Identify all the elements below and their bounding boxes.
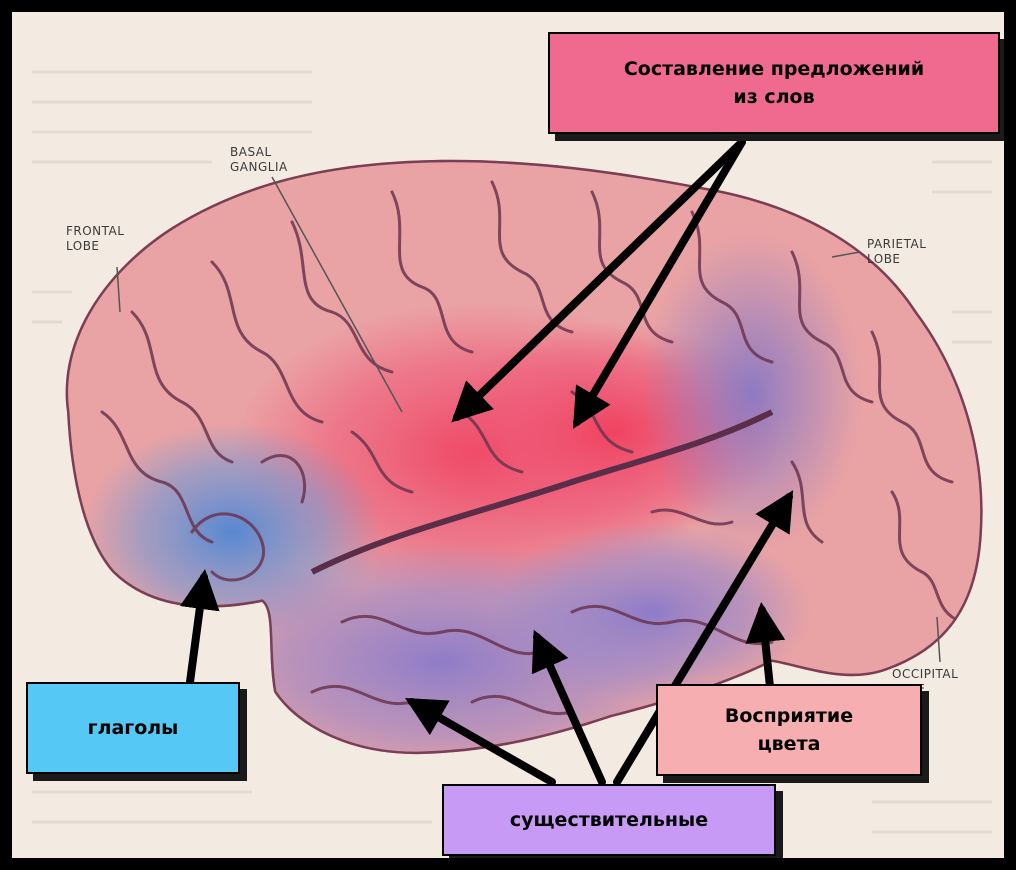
callout-color-perception-line1: Восприятие bbox=[725, 702, 853, 730]
callout-sentence-building-line2: из слов bbox=[733, 83, 814, 111]
label-frontal-lobe-line2: LOBE bbox=[66, 239, 124, 254]
label-basal-ganglia-line1: BASAL bbox=[230, 145, 288, 160]
label-parietal-lobe: PARIETAL LOBE bbox=[867, 237, 926, 267]
label-frontal-lobe: FRONTAL LOBE bbox=[66, 224, 124, 254]
callout-verbs-text: глаголы bbox=[88, 714, 179, 742]
callout-sentence-building-line1: Составление предложений bbox=[624, 55, 924, 83]
callout-color-perception: Восприятие цвета bbox=[656, 684, 922, 776]
label-parietal-lobe-line2: LOBE bbox=[867, 252, 926, 267]
callout-nouns-text: существительные bbox=[510, 806, 708, 834]
callout-color-perception-line2: цвета bbox=[758, 730, 821, 758]
label-basal-ganglia-line2: GANGLIA bbox=[230, 160, 288, 175]
label-basal-ganglia: BASAL GANGLIA bbox=[230, 145, 288, 175]
callout-nouns: существительные bbox=[442, 784, 776, 856]
diagram-canvas: BASAL GANGLIA FRONTAL LOBE PARIETAL LOBE… bbox=[12, 12, 1004, 858]
label-occipital-lobe-line1: OCCIPITAL bbox=[892, 667, 958, 682]
label-parietal-lobe-line1: PARIETAL bbox=[867, 237, 926, 252]
callout-sentence-building: Составление предложений из слов bbox=[548, 32, 1000, 134]
callout-verbs: глаголы bbox=[26, 682, 240, 774]
label-frontal-lobe-line1: FRONTAL bbox=[66, 224, 124, 239]
